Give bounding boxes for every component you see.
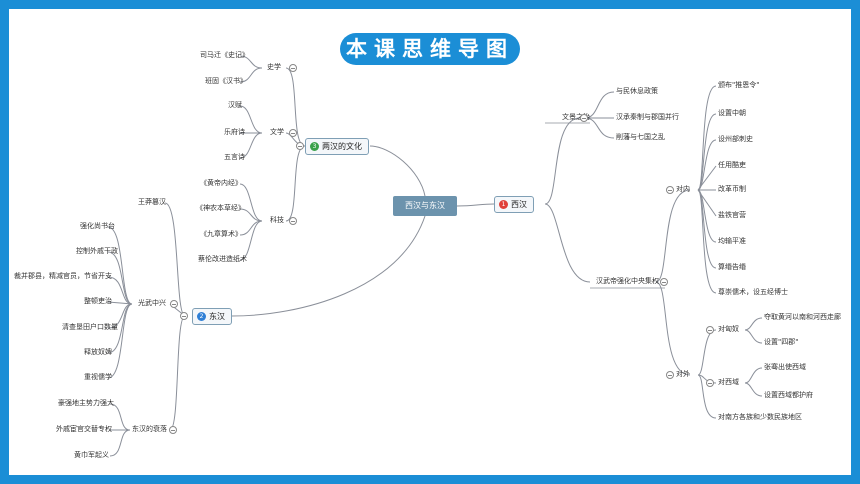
leaf-item: 强化尚书台 xyxy=(80,222,115,230)
decline-label[interactable]: 东汉的衰落 xyxy=(132,425,167,433)
leaf-item: 夺取黄河以南和河西走廊 xyxy=(764,313,841,321)
external-label[interactable]: 对外 xyxy=(676,370,690,378)
collapse-toggle-icon[interactable] xyxy=(666,186,674,194)
number-badge-icon: 2 xyxy=(197,312,206,321)
leaf-item: 颁布"推恩令" xyxy=(718,81,760,89)
collapse-toggle-icon[interactable] xyxy=(289,129,297,137)
leaf-item: 五言诗 xyxy=(224,153,245,161)
leaf-item: 与民休息政策 xyxy=(616,87,658,95)
leaf-item: 设置中朝 xyxy=(718,109,746,117)
wendi-label[interactable]: 文景之治 xyxy=(562,113,590,121)
collapse-toggle-icon[interactable] xyxy=(666,371,674,379)
leaf-item: 盐铁官营 xyxy=(718,211,746,219)
leaf-item: 黄巾军起义 xyxy=(74,451,109,459)
leaf-item: 乐府诗 xyxy=(224,128,245,136)
xiongnu-label[interactable]: 对匈奴 xyxy=(718,325,739,333)
leaf-item: 《神农本草经》 xyxy=(196,204,245,212)
leaf-item: 张骞出使西域 xyxy=(764,363,806,371)
internal-label[interactable]: 对内 xyxy=(676,185,690,193)
collapse-toggle-icon[interactable] xyxy=(169,426,177,434)
collapse-toggle-icon[interactable] xyxy=(706,326,714,334)
number-badge-icon: 1 xyxy=(499,200,508,209)
collapse-toggle-icon[interactable] xyxy=(580,114,588,122)
leaf-item: 释放奴婢 xyxy=(84,348,112,356)
leaf-item: 《九章算术》 xyxy=(200,230,242,238)
leaf-item: 整顿吏治 xyxy=(84,297,112,305)
collapse-toggle-icon[interactable] xyxy=(706,379,714,387)
leaf-item: 算缗告缗 xyxy=(718,263,746,271)
history-label[interactable]: 史学 xyxy=(267,63,281,71)
collapse-toggle-icon[interactable] xyxy=(289,64,297,72)
west-han-label: 西汉 xyxy=(511,200,527,209)
leaf-item: 蔡伦改进造纸术 xyxy=(198,255,247,263)
leaf-item: 设置"四郡" xyxy=(764,338,799,346)
leaf-item: 《黄帝内经》 xyxy=(200,179,242,187)
collapse-toggle-icon[interactable] xyxy=(660,278,668,286)
leaf-item: 削藩与七国之乱 xyxy=(616,133,665,141)
leaf-item: 均输平准 xyxy=(718,237,746,245)
leaf-item: 班固《汉书》 xyxy=(205,77,247,85)
culture-label: 两汉的文化 xyxy=(322,142,362,151)
leaf-item: 设州部刺史 xyxy=(718,135,753,143)
collapse-toggle-icon[interactable] xyxy=(170,300,178,308)
leaf-item: 改革币制 xyxy=(718,185,746,193)
leaf-item: 豪强地主势力强大 xyxy=(58,399,114,407)
leaf-item: 尊崇儒术，设五经博士 xyxy=(718,288,788,296)
leaf-item: 设置西域都护府 xyxy=(764,391,813,399)
wangmang-label[interactable]: 王莽篡汉 xyxy=(138,198,166,206)
leaf-item: 汉赋 xyxy=(228,101,242,109)
east-han-label: 东汉 xyxy=(209,312,225,321)
leaf-item: 外戚宦官交替专权 xyxy=(56,425,112,433)
collapse-toggle-icon[interactable] xyxy=(180,312,188,320)
leaf-item: 控制外戚干政 xyxy=(76,247,118,255)
leaf-item: 汉承秦制与郡国并行 xyxy=(616,113,679,121)
collapse-toggle-icon[interactable] xyxy=(296,142,304,150)
leaf-item: 裁并郡县，精减官员，节省开支 xyxy=(14,272,112,280)
center-topic[interactable]: 西汉与东汉 xyxy=(393,196,457,216)
leaf-item: 司马迁《史记》 xyxy=(200,51,249,59)
wudi-label[interactable]: 汉武帝强化中央集权 xyxy=(596,277,659,285)
science-label[interactable]: 科技 xyxy=(270,216,284,224)
number-badge-icon: 3 xyxy=(310,142,319,151)
xiyu-label[interactable]: 对西域 xyxy=(718,378,739,386)
guangwu-label[interactable]: 光武中兴 xyxy=(138,299,166,307)
page-title: 本课思维导图 xyxy=(340,33,520,65)
leaf-item: 清查垦田户口数量 xyxy=(62,323,118,331)
literature-label[interactable]: 文学 xyxy=(270,128,284,136)
leaf-item: 任用酷吏 xyxy=(718,161,746,169)
leaf-item: 重视儒学 xyxy=(84,373,112,381)
leaf-item: 对南方各族和少数民族地区 xyxy=(718,413,802,421)
collapse-toggle-icon[interactable] xyxy=(289,217,297,225)
